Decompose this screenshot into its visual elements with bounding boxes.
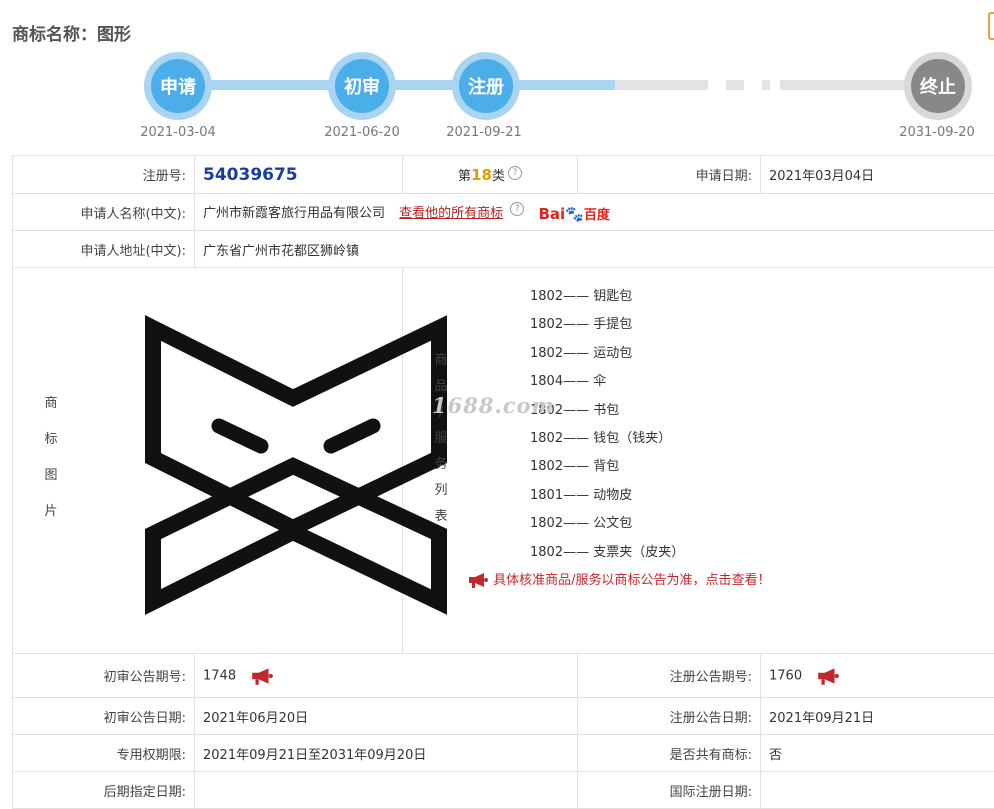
- step-prelim-date: 2021-06-20: [312, 125, 412, 140]
- megaphone-icon[interactable]: [816, 667, 840, 685]
- applicant-label: 申请人名称(中文):: [13, 194, 195, 231]
- step-register-date: 2021-09-21: [434, 125, 534, 140]
- trademark-info-table: 注册号: 54039675 第18类? 申请日期: 2021年03月04日 申请…: [12, 155, 994, 809]
- list-item: 1804—— 伞: [530, 368, 994, 396]
- step-apply-date: 2021-03-04: [128, 125, 228, 140]
- class-suffix: 类: [492, 169, 505, 184]
- timeline-gap: [770, 80, 780, 90]
- class-number[interactable]: 18: [471, 166, 492, 184]
- goods-cell: 商 品 / 服 务 列 表 1802—— 钥匙包 1802—— 手提包 1802…: [403, 268, 994, 654]
- step-terminate: 终止: [904, 52, 972, 120]
- baidu-paw-icon: 🐾: [565, 205, 584, 223]
- goods-notice-link[interactable]: 具体核准商品/服务以商标公告为准，点击查看！: [467, 569, 994, 589]
- prelim-date-label: 初审公告日期:: [13, 698, 195, 735]
- goods-list: 1802—— 钥匙包 1802—— 手提包 1802—— 运动包 1804—— …: [530, 283, 994, 567]
- step-terminate-label: 终止: [911, 59, 965, 113]
- prelim-no-label: 初审公告期号:: [13, 654, 195, 698]
- step-apply-label: 申请: [151, 59, 205, 113]
- step-prelim-label: 初审: [335, 59, 389, 113]
- row-image-goods: 商 标 图 片 商 品 / 服 务: [13, 268, 994, 654]
- row-later: 后期指定日期: 国际注册日期:: [13, 772, 994, 809]
- list-item: 1802—— 公文包: [530, 510, 994, 538]
- address-value: 广东省广州市花都区狮岭镇: [195, 231, 994, 268]
- list-item: 1802—— 手提包: [530, 311, 994, 339]
- prelim-no-value: 1748: [203, 668, 236, 683]
- list-item: 1802—— 支票夹（皮夹）: [530, 539, 994, 567]
- reg-date-value: 2021年09月21日: [761, 698, 994, 735]
- image-label: 商 标 图 片: [41, 386, 61, 530]
- applicant-cell: 广州市新霞客旅行用品有限公司 查看他的所有商标 ? Bai🐾百度: [195, 194, 994, 231]
- reg-no-label: 注册号:: [13, 156, 195, 194]
- step-register: 注册: [452, 52, 520, 120]
- reg-announce-no-label: 注册公告期号:: [578, 654, 761, 698]
- row-applicant: 申请人名称(中文): 广州市新霞客旅行用品有限公司 查看他的所有商标 ? Bai…: [13, 194, 994, 231]
- watermark: 1688.com: [432, 393, 555, 418]
- intl-label: 国际注册日期:: [578, 772, 761, 809]
- shared-label: 是否共有商标:: [578, 735, 761, 772]
- row-announce-no: 初审公告期号: 1748 注册公告期号: 1760: [13, 654, 994, 698]
- step-register-label: 注册: [459, 59, 513, 113]
- reg-no-cell: 54039675: [195, 156, 403, 194]
- class-cell: 第18类?: [403, 156, 578, 194]
- goods-notice-text: 具体核准商品/服务以商标公告为准，点击查看！: [493, 573, 770, 588]
- list-item: 1802—— 钱包（钱夹）: [530, 425, 994, 453]
- page-title: 商标名称：图形: [12, 20, 131, 45]
- later-value: [195, 772, 578, 809]
- step-prelim: 初审: [328, 52, 396, 120]
- list-item: 1802—— 书包: [530, 397, 994, 425]
- apply-date-label: 申请日期:: [578, 156, 761, 194]
- list-item: 1802—— 背包: [530, 453, 994, 481]
- trademark-image-cell: 商 标 图 片: [13, 268, 403, 654]
- corner-tab[interactable]: [988, 12, 994, 40]
- megaphone-icon[interactable]: [250, 667, 274, 685]
- row-announce-date: 初审公告日期: 2021年06月20日 注册公告日期: 2021年09月21日: [13, 698, 994, 735]
- intl-value: [761, 772, 994, 809]
- timeline-track-done: [180, 80, 615, 90]
- exclusive-label: 专用权期限:: [13, 735, 195, 772]
- later-label: 后期指定日期:: [13, 772, 195, 809]
- view-all-trademarks-link[interactable]: 查看他的所有商标: [399, 206, 503, 221]
- class-prefix: 第: [458, 169, 471, 184]
- address-label: 申请人地址(中文):: [13, 231, 195, 268]
- list-item: 1802—— 运动包: [530, 340, 994, 368]
- reg-announce-no-value: 1760: [769, 668, 802, 683]
- megaphone-icon: [467, 572, 489, 588]
- row-exclusive: 专用权期限: 2021年09月21日至2031年09月20日 是否共有商标: 否: [13, 735, 994, 772]
- timeline-gap: [744, 80, 762, 90]
- applicant-value: 广州市新霞客旅行用品有限公司: [203, 206, 385, 221]
- step-apply: 申请: [144, 52, 212, 120]
- goods-label: 商 品 / 服 务 列 表: [431, 348, 451, 530]
- exclusive-value: 2021年09月21日至2031年09月20日: [195, 735, 578, 772]
- baidu-search-button[interactable]: Bai🐾百度: [538, 204, 609, 223]
- prelim-no-cell: 1748: [195, 654, 578, 698]
- help-icon[interactable]: ?: [508, 166, 522, 180]
- row-address: 申请人地址(中文): 广东省广州市花都区狮岭镇: [13, 231, 994, 268]
- help-icon[interactable]: ?: [510, 202, 524, 216]
- list-item: 1801—— 动物皮: [530, 482, 994, 510]
- reg-no-value[interactable]: 54039675: [203, 165, 298, 185]
- reg-announce-no-cell: 1760: [761, 654, 994, 698]
- reg-date-label: 注册公告日期:: [578, 698, 761, 735]
- prelim-date-value: 2021年06月20日: [195, 698, 578, 735]
- list-item: 1802—— 钥匙包: [530, 283, 994, 311]
- goods-container: 1802—— 钥匙包 1802—— 手提包 1802—— 运动包 1804—— …: [403, 268, 994, 588]
- timeline-gap: [708, 80, 726, 90]
- shared-value: 否: [761, 735, 994, 772]
- step-terminate-date: 2031-09-20: [887, 125, 987, 140]
- row-reg-no: 注册号: 54039675 第18类? 申请日期: 2021年03月04日: [13, 156, 994, 194]
- apply-date-value: 2021年03月04日: [761, 156, 994, 194]
